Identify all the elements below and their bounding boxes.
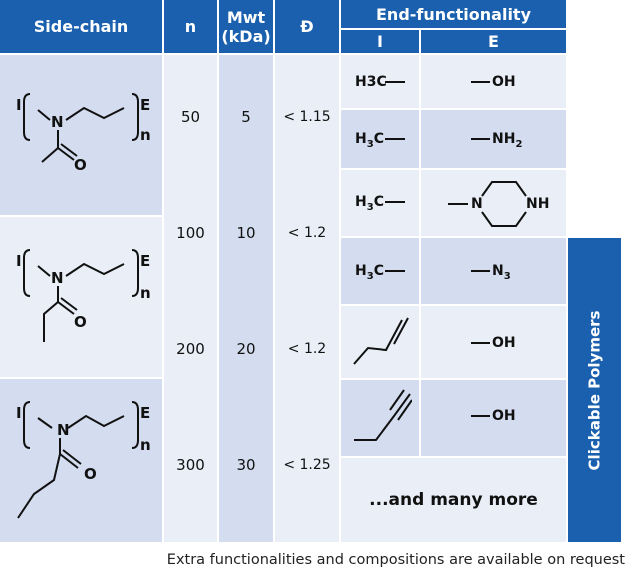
dispersity-value: < 1.25 bbox=[283, 457, 331, 473]
n-value: 100 bbox=[176, 224, 205, 242]
and-many-more: ...and many more bbox=[341, 458, 566, 542]
structure-n-subscript: n bbox=[140, 126, 151, 144]
polymer-structure-methyl-icon bbox=[23, 93, 139, 163]
dispersity-value: < 1.2 bbox=[287, 341, 327, 357]
piperazine-nh-atom: NH bbox=[526, 196, 550, 212]
propargyl-structure-icon bbox=[354, 389, 412, 441]
header-dispersity: Đ bbox=[275, 0, 339, 53]
end-i-methyl: H3C bbox=[355, 194, 384, 213]
n-value: 200 bbox=[176, 340, 205, 358]
end-i-cell-2 bbox=[341, 110, 419, 168]
polymer-structure-propyl-icon bbox=[17, 401, 139, 519]
end-i-cell-3 bbox=[341, 170, 419, 236]
dispersity-column bbox=[275, 55, 339, 542]
mwt-value: 10 bbox=[236, 224, 256, 242]
end-e-cell-5 bbox=[421, 306, 566, 378]
end-e-cell-4 bbox=[421, 238, 566, 304]
structure-n-subscript: n bbox=[140, 284, 151, 302]
end-e-hydroxyl: OH bbox=[492, 335, 516, 351]
structure-e-label: E bbox=[140, 404, 151, 422]
end-i-cell-1 bbox=[341, 55, 419, 108]
bond-line-icon bbox=[471, 270, 490, 272]
mwt-column bbox=[219, 55, 273, 542]
clickable-polymers-band: Clickable Polymers bbox=[568, 238, 621, 542]
end-e-hydroxyl: OH bbox=[492, 74, 516, 90]
structure-e-label: E bbox=[140, 252, 151, 270]
structure-i-label: I bbox=[16, 404, 22, 422]
end-i-methyl: H3C bbox=[355, 131, 384, 150]
structure-i-label: I bbox=[16, 252, 22, 270]
header-mwt-unit: (kDa) bbox=[221, 26, 271, 46]
bond-line-icon bbox=[471, 342, 490, 344]
structure-n-atom: N bbox=[51, 113, 64, 131]
n-column bbox=[164, 55, 217, 542]
mwt-value: 5 bbox=[241, 108, 251, 126]
mwt-value: 30 bbox=[236, 456, 256, 474]
end-e-amine: NH2 bbox=[492, 131, 523, 150]
structure-o-atom: O bbox=[84, 465, 97, 483]
header-side-chain: Side-chain bbox=[0, 0, 162, 53]
structure-n-atom: N bbox=[57, 421, 70, 439]
header-end-functionality: End-functionality bbox=[341, 0, 566, 28]
bond-line-icon bbox=[385, 81, 405, 83]
header-col-e: E bbox=[421, 30, 566, 53]
header-n: n bbox=[164, 0, 217, 53]
end-e-cell-1 bbox=[421, 55, 566, 108]
end-i-cell-6 bbox=[341, 380, 419, 456]
side-chain-cell-1 bbox=[0, 55, 162, 215]
bond-line-icon bbox=[385, 270, 405, 272]
header-col-i: I bbox=[341, 30, 419, 53]
side-chain-cell-2 bbox=[0, 217, 162, 377]
piperazine-n-atom: N bbox=[471, 196, 483, 212]
structure-i-label: I bbox=[16, 96, 22, 114]
end-i-methyl: H3C bbox=[355, 74, 387, 90]
clickable-polymers-label: Clickable Polymers bbox=[585, 310, 603, 470]
bond-line-icon bbox=[471, 415, 490, 417]
side-chain-cell-3 bbox=[0, 379, 162, 542]
structure-n-atom: N bbox=[51, 269, 64, 287]
bond-line-icon bbox=[385, 138, 405, 140]
header-mwt: Mwt (kDa) bbox=[219, 0, 273, 53]
structure-e-label: E bbox=[140, 96, 151, 114]
end-i-cell-4 bbox=[341, 238, 419, 304]
end-i-methyl: H3C bbox=[355, 263, 384, 282]
header-mwt-label: Mwt bbox=[226, 7, 266, 27]
allyl-structure-icon bbox=[353, 317, 409, 365]
piperazine-ring-icon bbox=[448, 181, 527, 227]
end-e-cell-6 bbox=[421, 380, 566, 456]
structure-o-atom: O bbox=[74, 313, 87, 331]
dispersity-value: < 1.2 bbox=[287, 225, 327, 241]
end-e-cell-2 bbox=[421, 110, 566, 168]
structure-n-subscript: n bbox=[140, 436, 151, 454]
bond-line-icon bbox=[385, 201, 405, 203]
footer-note: Extra functionalities and compositions a… bbox=[166, 552, 625, 568]
end-i-cell-5 bbox=[341, 306, 419, 378]
n-value: 50 bbox=[180, 108, 201, 126]
polymer-structure-ethyl-icon bbox=[23, 249, 139, 342]
mwt-value: 20 bbox=[236, 340, 256, 358]
n-value: 300 bbox=[176, 456, 205, 474]
bond-line-icon bbox=[471, 81, 490, 83]
end-e-hydroxyl: OH bbox=[492, 408, 516, 424]
bond-line-icon bbox=[471, 138, 490, 140]
structure-o-atom: O bbox=[74, 156, 87, 174]
end-e-azide: N3 bbox=[492, 263, 511, 282]
dispersity-value: < 1.15 bbox=[283, 109, 331, 125]
